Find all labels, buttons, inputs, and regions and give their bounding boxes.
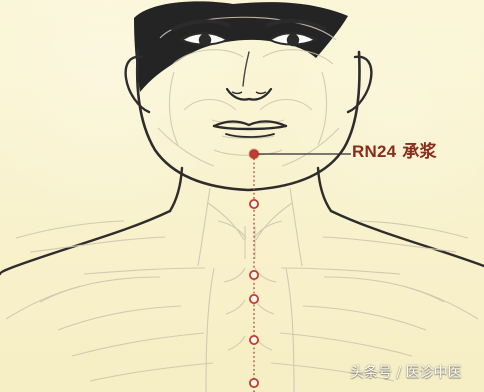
left-shoulder-outline [0, 211, 170, 274]
acupoint-marker [250, 295, 258, 303]
neck-and-chest-anatomy [6, 188, 478, 392]
acupoint-marker [250, 271, 258, 279]
left-nostril [232, 92, 242, 94]
acupoint-label: RN24 承浆 [352, 143, 437, 161]
nose-base [227, 89, 271, 100]
acupoint-name: 承浆 [402, 142, 436, 162]
acupoint-code: RN24 [352, 142, 396, 161]
right-shoulder-outline [331, 211, 484, 266]
acupoint-marker [250, 200, 258, 208]
watermark-text: 头条号 / 医诊中医 [350, 366, 462, 380]
right-neck-outline [318, 168, 331, 211]
lower-lip [226, 134, 274, 137]
upper-lip [214, 121, 286, 126]
hair-shape [134, 1, 348, 92]
acupoint-rn24-marker [250, 150, 259, 159]
acupoint-marker [250, 336, 258, 344]
acupoint-marker [250, 379, 258, 387]
right-nostril [256, 92, 266, 94]
nose-bridge [243, 52, 249, 86]
mouth-line [214, 126, 286, 129]
